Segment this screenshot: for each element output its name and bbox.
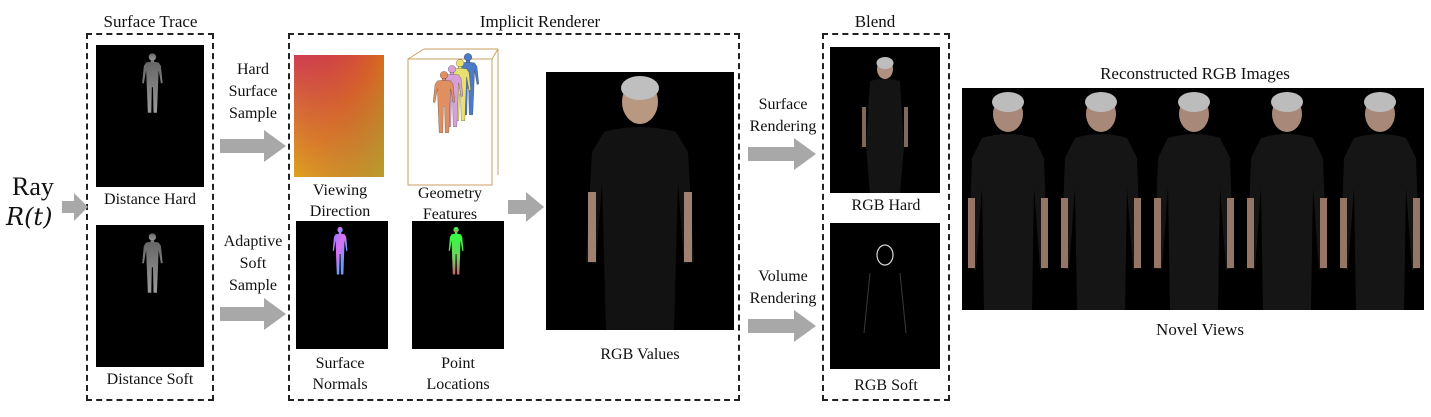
distance-hard-label: Distance Hard bbox=[104, 191, 196, 208]
surface-rendering-arrow bbox=[748, 138, 816, 170]
point-locations-line2: Locations bbox=[426, 376, 490, 393]
rgb-soft-image bbox=[830, 223, 940, 369]
ray-label: Ray bbox=[12, 172, 54, 201]
rgb-values-label: RGB Values bbox=[600, 346, 680, 363]
surface-normals-line1: Surface bbox=[315, 355, 365, 372]
ray-formula: R(t) bbox=[6, 203, 53, 231]
implicit-renderer-box bbox=[288, 33, 740, 401]
volume-rendering-line1: Volume bbox=[758, 268, 808, 285]
volume-rendering-line2: Rendering bbox=[749, 290, 817, 307]
distance-soft-label: Distance Soft bbox=[106, 371, 194, 388]
geometry-features-image bbox=[402, 45, 502, 195]
geometry-features-line1: Geometry bbox=[418, 185, 482, 202]
surface-rendering-line1: Surface bbox=[758, 96, 808, 113]
viewing-direction-line1: Viewing bbox=[312, 182, 368, 199]
viewing-direction-image bbox=[294, 55, 384, 177]
distance-soft-image bbox=[96, 225, 204, 367]
hard-sample-line2: Surface bbox=[228, 83, 278, 100]
blend-title: Blend bbox=[854, 12, 896, 31]
soft-sample-line1: Adaptive bbox=[223, 233, 283, 250]
rgb-hard-label: RGB Hard bbox=[851, 197, 921, 214]
rgb-soft-label: RGB Soft bbox=[854, 377, 918, 394]
surface-trace-title: Surface Trace bbox=[103, 12, 198, 31]
hard-sample-line1: Hard bbox=[237, 61, 269, 78]
soft-sample-line2: Soft bbox=[239, 255, 267, 272]
volume-rendering-arrow bbox=[748, 310, 816, 342]
novel-views-image bbox=[962, 88, 1424, 310]
renderer-arrow bbox=[508, 192, 544, 222]
novel-views-label: Novel Views bbox=[1156, 320, 1244, 339]
surface-rendering-line2: Rendering bbox=[749, 118, 817, 135]
reconstructed-title: Reconstructed RGB Images bbox=[1100, 64, 1290, 83]
ray-arrow bbox=[62, 193, 88, 221]
soft-sample-line3: Sample bbox=[229, 277, 277, 294]
rgb-values-image bbox=[546, 72, 734, 330]
rgb-hard-image bbox=[830, 47, 940, 193]
hard-sample-line3: Sample bbox=[229, 105, 277, 122]
point-locations-image bbox=[412, 221, 504, 349]
point-locations-line1: Point bbox=[441, 355, 475, 372]
implicit-renderer-title: Implicit Renderer bbox=[479, 12, 601, 31]
surface-normals-image bbox=[296, 221, 388, 349]
hard-sample-arrow bbox=[220, 130, 286, 162]
viewing-direction-line2: Direction bbox=[309, 203, 371, 220]
distance-hard-image bbox=[96, 45, 204, 187]
soft-sample-arrow bbox=[220, 298, 286, 330]
geometry-features-line2: Features bbox=[422, 206, 478, 223]
surface-trace-box bbox=[86, 33, 214, 401]
blend-box bbox=[822, 33, 950, 401]
surface-normals-line2: Normals bbox=[312, 376, 368, 393]
